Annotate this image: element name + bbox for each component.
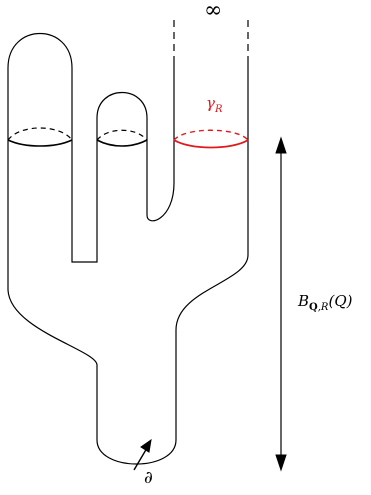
boundary-arrow-line <box>134 448 147 470</box>
boundary-label: ∂ <box>144 468 153 488</box>
gamma-subscript: R <box>215 104 223 115</box>
left-cross-section-back <box>8 128 72 140</box>
height-arrow-bottom-head <box>276 455 286 470</box>
middle-cross-section-back <box>97 130 147 140</box>
b-subscript-bold: Q <box>309 302 318 313</box>
boundary-arrow-head <box>141 440 151 452</box>
gamma-curve-front <box>174 140 248 148</box>
infinity-label: ∞ <box>204 0 222 23</box>
gamma-curve-back <box>174 130 248 140</box>
middle-cross-section-front <box>97 140 147 146</box>
b-argument: (Q) <box>328 292 352 310</box>
b-symbol: B <box>298 292 309 310</box>
height-arrow-top-head <box>276 138 286 153</box>
left-cross-section-front <box>8 140 72 146</box>
b-subscript: Q,R <box>309 302 328 313</box>
b-label: BQ,R(Q) <box>298 292 352 313</box>
gamma-symbol: γ <box>206 94 215 112</box>
gamma-label: γR <box>206 94 223 115</box>
b-subscript-rest: ,R <box>318 302 329 313</box>
